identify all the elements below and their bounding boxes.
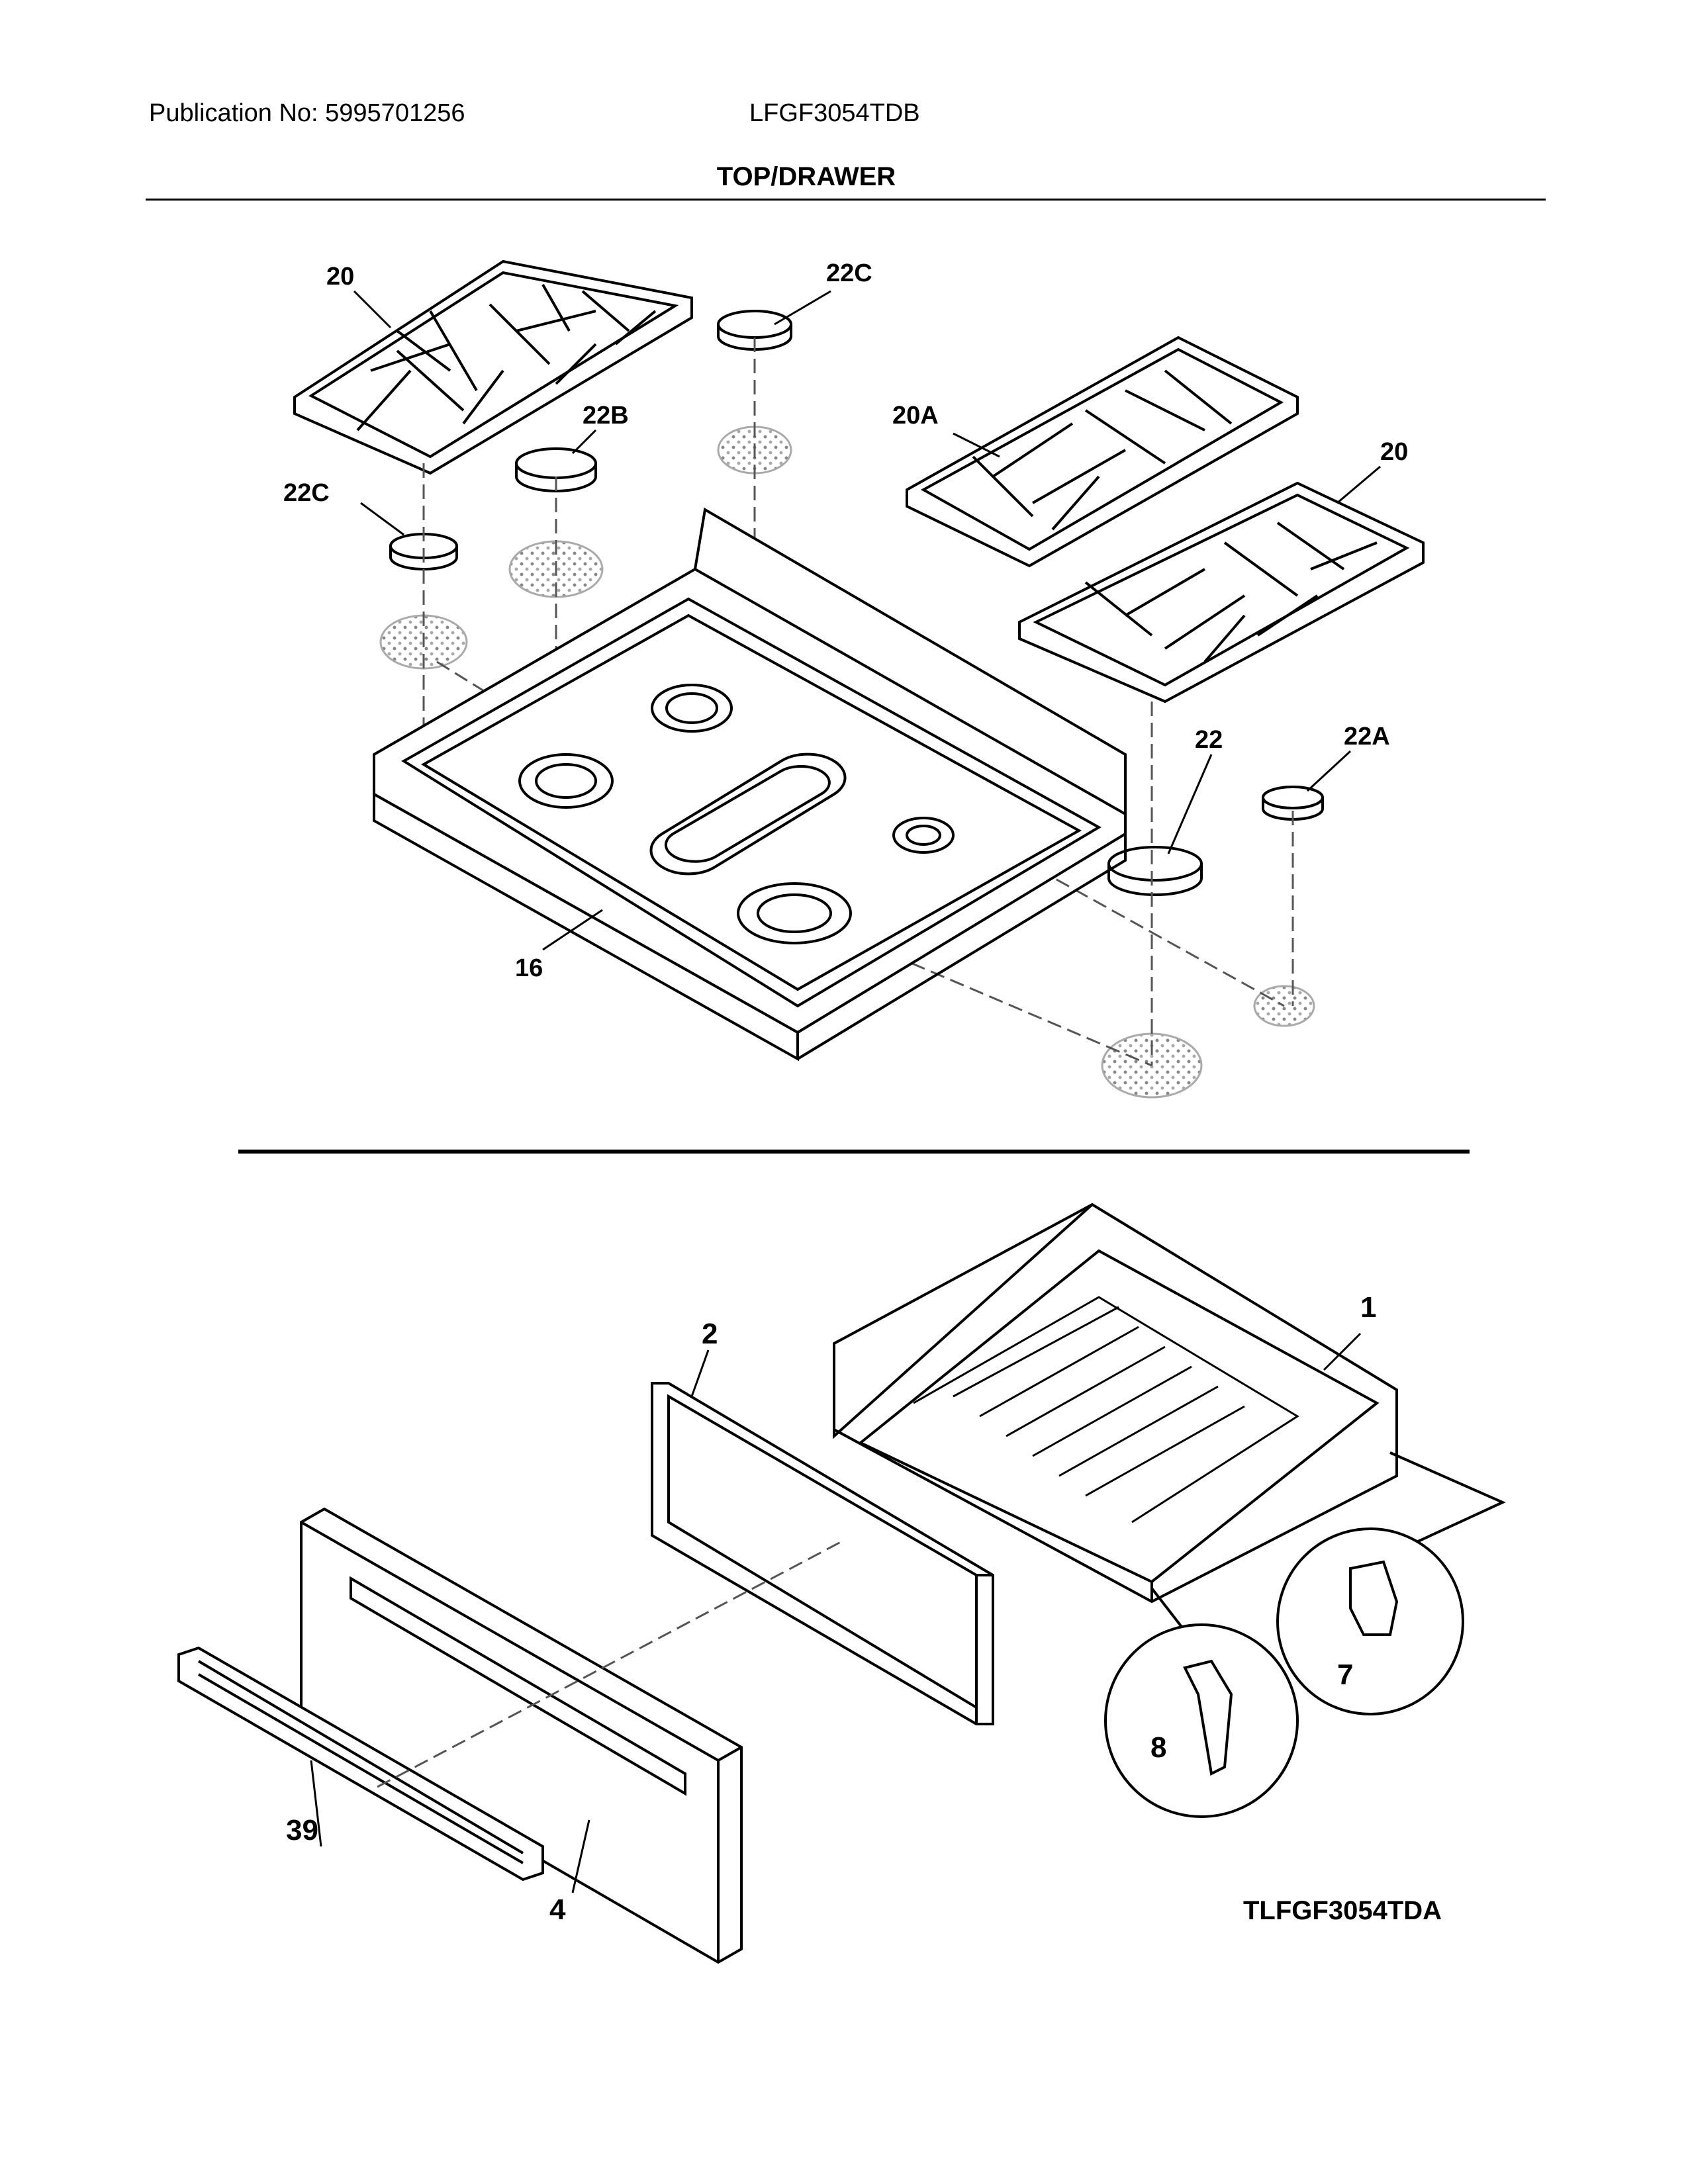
callout-22c-left: 22C — [283, 479, 330, 507]
detail-circle-7 — [1276, 1527, 1464, 1715]
drawer-frame — [651, 1382, 994, 1725]
callout-16: 16 — [515, 954, 543, 982]
callout-1: 1 — [1360, 1291, 1376, 1324]
model-number: LFGF3054TDB — [749, 99, 920, 127]
drawer-body — [833, 1203, 1398, 1604]
drawer-front — [300, 1507, 743, 1964]
callout-22c-top: 22C — [826, 259, 872, 287]
callout-labels: 20 22C 22B 22C 20A 20 22 22A 16 1 2 7 8 … — [283, 259, 1442, 1926]
cooktop-panel — [373, 507, 1127, 1062]
callout-20-left: 20 — [326, 263, 354, 291]
callout-20a: 20A — [892, 402, 939, 430]
callout-22a: 22A — [1344, 723, 1390, 751]
section-title: TOP/DRAWER — [716, 162, 896, 191]
grate-20a — [906, 336, 1299, 568]
callout-39: 39 — [286, 1814, 318, 1846]
header-rule — [146, 199, 1546, 201]
callout-22: 22 — [1195, 726, 1223, 754]
callout-4: 4 — [549, 1893, 566, 1926]
burner-caps — [389, 310, 1324, 896]
detail-circle-8 — [1104, 1623, 1299, 1818]
drawer-ribs — [913, 1296, 1299, 1524]
drawer-handle — [177, 1646, 544, 1882]
callout-2: 2 — [702, 1318, 718, 1350]
callout-leaders — [310, 290, 1381, 1893]
publication-number: Publication No: 5995701256 — [149, 99, 465, 127]
callout-8: 8 — [1150, 1731, 1166, 1764]
section-divider — [238, 1150, 1470, 1154]
grate-right — [1018, 481, 1425, 704]
callout-7: 7 — [1337, 1659, 1353, 1691]
detail-leaders — [1150, 1451, 1506, 1628]
grate-left — [293, 259, 693, 475]
callout-22b: 22B — [583, 402, 629, 430]
callout-20-right: 20 — [1380, 438, 1408, 466]
cooktop-burner-wells — [518, 684, 955, 944]
figure-id: TLFGF3054TDA — [1243, 1896, 1442, 1925]
drawer-alignment-line — [377, 1541, 841, 1788]
